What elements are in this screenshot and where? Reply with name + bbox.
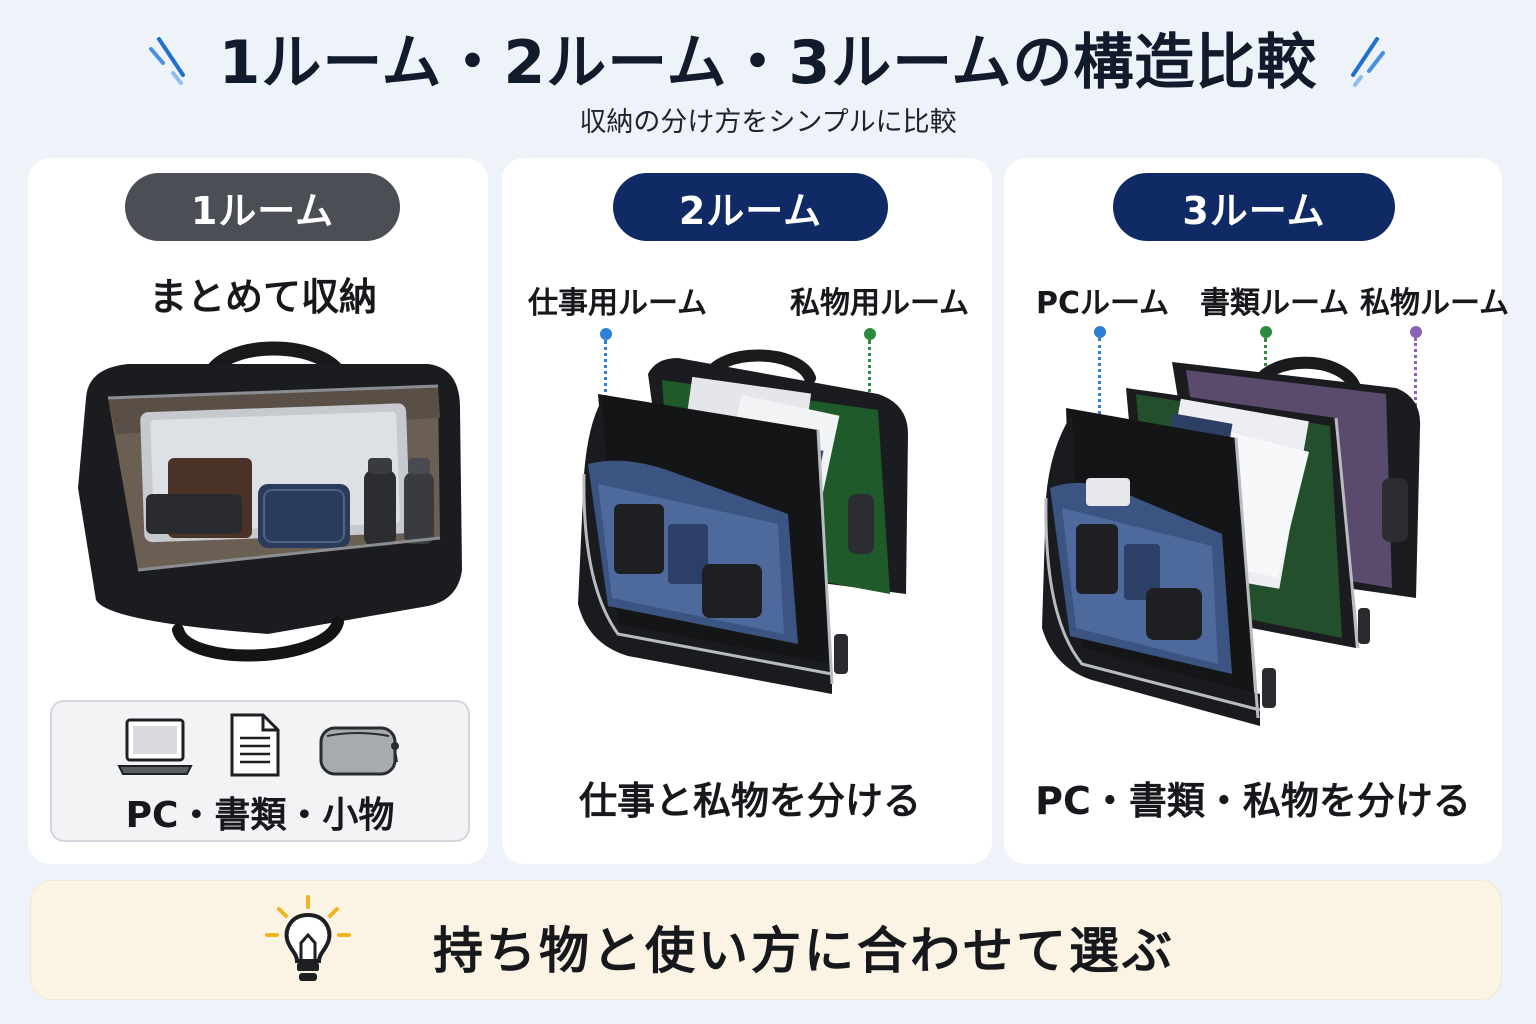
- personal-room-leader-line: [1414, 338, 1417, 442]
- document-icon: [230, 713, 280, 777]
- panel-two-room: 2ルーム 仕事用ルーム 私物用ルーム 仕事と私物を分ける: [502, 158, 992, 864]
- pouch-icon: [319, 726, 399, 776]
- pc-room-leader-line: [1098, 338, 1101, 438]
- private-room-leader-line: [868, 340, 871, 430]
- items-icon-row: [52, 712, 468, 778]
- label-work-room: 仕事用ルーム: [528, 286, 708, 321]
- private-room-marker: [864, 328, 876, 340]
- two-room-caption: 仕事と私物を分ける: [578, 779, 921, 823]
- laptop-icon: [117, 718, 193, 775]
- panel-three-room: 3ルーム PCルーム 書類ルーム 私物ルーム: [1004, 158, 1509, 864]
- pill-three-room: 3ルーム: [1113, 173, 1395, 241]
- one-room-items-box: PC・書類・小物: [50, 700, 470, 842]
- label-pc-room: PCルーム: [1036, 286, 1170, 321]
- document-room-marker: [1260, 326, 1272, 338]
- bottom-tip-bar: 持ち物と使い方に合わせて選ぶ: [30, 880, 1502, 1000]
- pill-one-room: 1ルーム: [125, 173, 400, 241]
- one-room-items-label: PC・書類・小物: [125, 795, 395, 836]
- three-room-caption: PC・書類・私物を分ける: [1035, 779, 1471, 823]
- work-room-leader-line: [604, 340, 607, 412]
- panel-one-heading: まとめて収納: [148, 275, 377, 319]
- bottom-tip-text: 持ち物と使い方に合わせて選ぶ: [433, 922, 1175, 980]
- one-room-bag-image: [78, 341, 462, 662]
- three-room-bag-image: [1042, 356, 1421, 726]
- work-room-marker: [600, 328, 612, 340]
- title-row: 1ルーム・2ルーム・3ルームの構造比較: [0, 14, 1536, 100]
- label-document-room: 書類ルーム: [1200, 286, 1350, 321]
- pc-room-marker: [1094, 326, 1106, 338]
- personal-room-marker: [1410, 326, 1422, 338]
- page-subtitle: 収納の分け方をシンプルに比較: [579, 107, 957, 138]
- two-room-bag-image: [578, 349, 908, 694]
- slash-decoration-left-icon: [148, 37, 185, 85]
- pill-two-room: 2ルーム: [613, 173, 888, 241]
- label-private-room: 私物用ルーム: [790, 286, 970, 321]
- slash-decoration-right-icon: [1351, 37, 1386, 87]
- panel-one-room: 1ルーム まとめて収納: [28, 158, 488, 864]
- label-personal-room: 私物ルーム: [1360, 286, 1510, 321]
- lightbulb-icon: [265, 895, 351, 981]
- page-title: 1ルーム・2ルーム・3ルームの構造比較: [218, 27, 1318, 98]
